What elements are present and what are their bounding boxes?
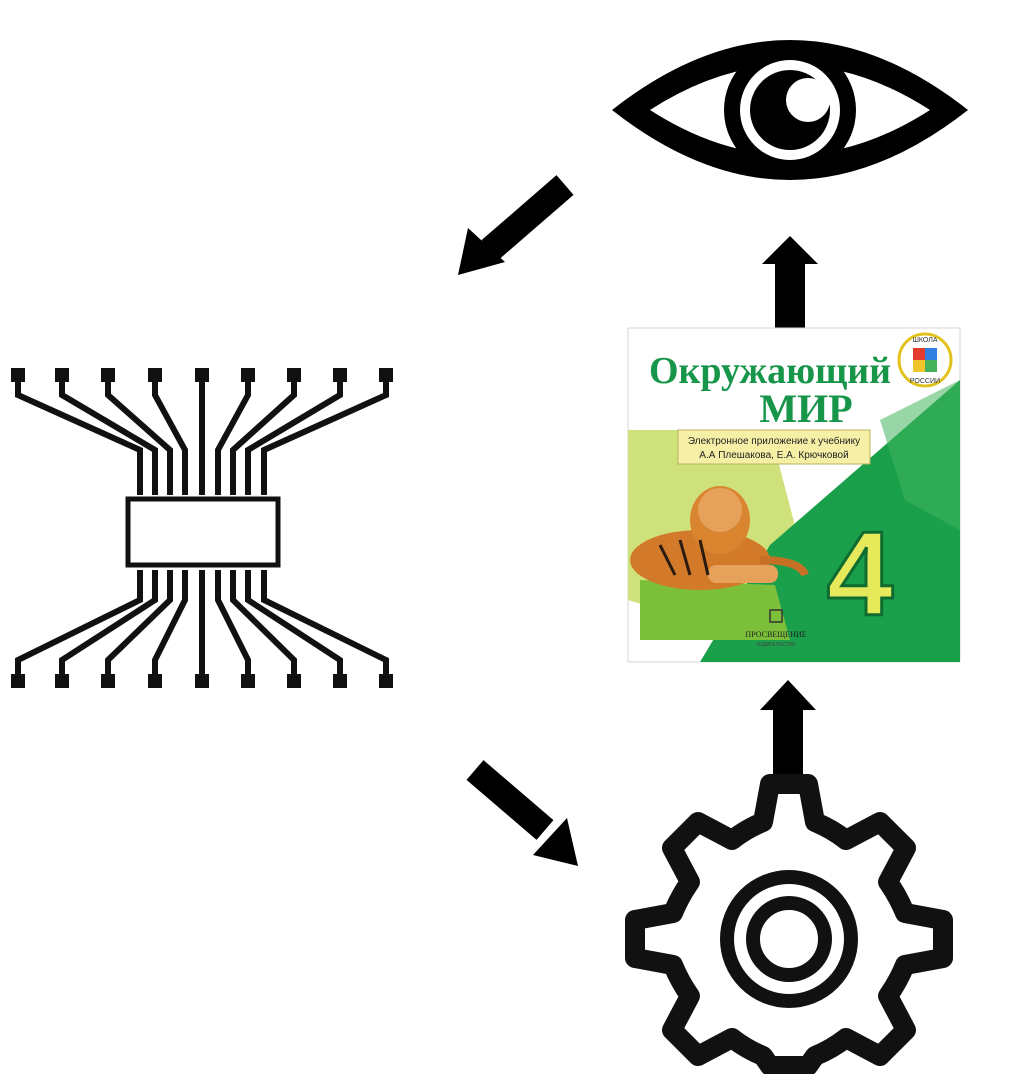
school-russia-badge: ШКОЛА РОССИИ — [897, 332, 953, 388]
cover-grade-number: 4 — [827, 507, 894, 641]
arrow-gear-to-cover — [760, 680, 816, 774]
textbook-cover: ШКОЛА РОССИИ Окружающий МИР Электронное … — [627, 327, 961, 663]
arrow-chip-to-gear — [466, 760, 578, 866]
svg-text:ШКОЛА: ШКОЛА — [912, 337, 937, 344]
cover-subtitle-line2: А.А Плешакова, Е.А. Крючковой — [699, 450, 848, 461]
publisher-name: ПРОСВЕЩЕНИЕ — [745, 630, 806, 639]
eye-icon — [612, 40, 968, 180]
gear-icon — [625, 774, 953, 1074]
publisher-subtitle: ИЗДАТЕЛЬСТВО — [756, 642, 795, 648]
publisher-logo: ПРОСВЕЩЕНИЕ ИЗДАТЕЛЬСТВО — [745, 609, 807, 648]
cover-title-line2: МИР — [759, 386, 852, 431]
arrow-eye-to-chip — [458, 175, 574, 275]
cover-subtitle-line1: Электронное приложение к учебнику — [688, 435, 860, 447]
microchip-icon — [11, 368, 393, 688]
cover-subtitle-box: Электронное приложение к учебнику А.А Пл… — [677, 429, 871, 465]
svg-text:РОССИИ: РОССИИ — [910, 378, 940, 385]
tiger-illustration — [630, 486, 809, 590]
arrow-cover-to-eye — [762, 236, 818, 330]
cover-title-line1: Окружающий — [649, 350, 891, 392]
